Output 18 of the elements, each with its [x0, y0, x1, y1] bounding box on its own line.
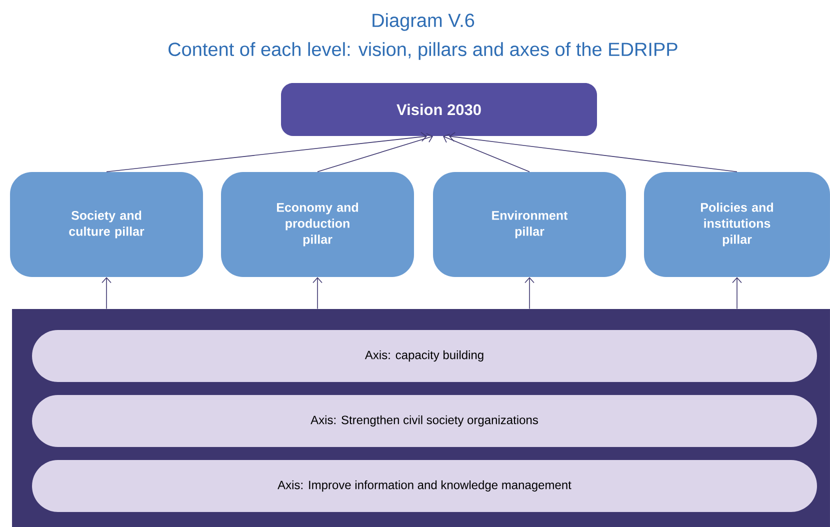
pillar-box: Policies and institutions pillar — [644, 172, 830, 277]
arrow — [449, 132, 738, 172]
arrow — [443, 134, 530, 172]
axis-bar: Axis: Improve information and knowledge management — [32, 460, 817, 512]
diagram-title: Diagram V.6 — [372, 13, 474, 31]
pillar-box: Society and culture pillar — [10, 172, 203, 277]
arrow — [106, 132, 427, 172]
arrow — [312, 277, 322, 310]
pillar-box: Environment pillar — [433, 172, 626, 277]
vision-box: Vision 2030 — [281, 83, 597, 136]
pillar-box: Economy and production pillar — [221, 172, 414, 277]
arrow — [732, 277, 742, 310]
diagram-subtitle: Content of each level: vision, pillars and axes of the EDRIPP — [168, 42, 678, 60]
arrow — [317, 133, 433, 172]
axis-bar: Axis: capacity building — [32, 330, 817, 382]
arrow — [102, 277, 112, 310]
axis-bar: Axis: Strengthen civil society organizations — [32, 394, 817, 447]
arrow — [524, 277, 534, 310]
